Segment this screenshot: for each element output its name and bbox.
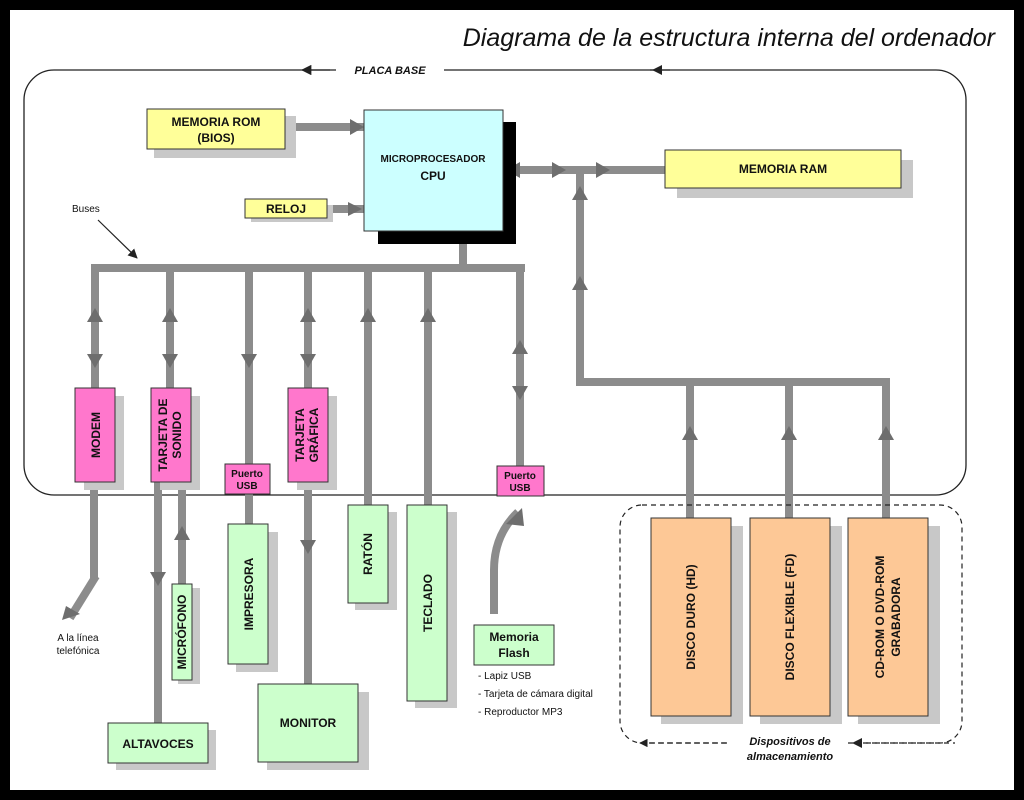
rom-box — [146, 108, 286, 150]
linea-label-1: A la línea — [57, 633, 99, 644]
rom-label-1: MEMORIA ROM — [172, 115, 261, 129]
storage-label-1: Dispositivos de — [749, 736, 830, 748]
flash-label-1: Memoria — [489, 630, 539, 644]
linea-label-2: telefónica — [57, 646, 100, 657]
buses-label: Buses — [72, 204, 100, 215]
fd-box — [749, 517, 831, 717]
storage-group-outline — [619, 504, 963, 744]
cpu-label-2: CPU — [420, 169, 445, 183]
diagram-title: Diagrama de la estructura interna del or… — [463, 24, 997, 52]
ram-box — [664, 149, 902, 189]
storage-label-bg — [730, 732, 848, 766]
usb1-label-1: Puerto — [231, 469, 263, 480]
placa-base-arrow-right — [652, 65, 662, 75]
fd-label: DISCO FLEXIBLE (FD) — [783, 554, 797, 681]
flash-item-1: - Lapiz USB — [478, 671, 532, 682]
ram-label: MEMORIA RAM — [739, 162, 827, 176]
impresora-box — [227, 523, 269, 665]
usb2-box — [496, 465, 545, 497]
impresora-label: IMPRESORA — [242, 557, 256, 630]
monitor-box — [257, 683, 359, 763]
modem-box — [74, 387, 116, 483]
raton-label: RATÓN — [360, 533, 375, 575]
cdrom-box — [847, 517, 929, 717]
hd-label: DISCO DURO (HD) — [684, 564, 698, 669]
sonido-label-2: SONIDO — [170, 411, 184, 458]
flash-item-2: - Tarjeta de cámara digital — [478, 689, 593, 700]
sonido-label-1: TARJETA DE — [156, 398, 170, 471]
altavoces-box — [107, 722, 209, 764]
grafica-box — [287, 387, 329, 483]
placa-base-label-bg — [336, 62, 444, 78]
monitor-label: MONITOR — [280, 716, 337, 730]
teclado-label: TECLADO — [421, 574, 435, 632]
placa-base-label: PLACA BASE — [354, 65, 426, 77]
teclado-box — [406, 504, 448, 702]
storage-arrow-right — [852, 738, 862, 748]
usb1-label-2: USB — [236, 481, 257, 492]
cdrom-label-2: GRABADORA — [889, 577, 903, 657]
grafica-label-1: TARJETA — [293, 408, 307, 462]
storage-label-2: almacenamiento — [747, 751, 833, 763]
raton-box — [347, 504, 389, 604]
cdrom-label-1: CD-ROM O DVD-ROM — [873, 556, 887, 679]
sonido-box — [150, 387, 192, 483]
cpu-label-1: MICROPROCESADOR — [380, 154, 486, 165]
cpu-box — [363, 109, 504, 232]
reloj-label: RELOJ — [266, 202, 306, 216]
usb2-label-2: USB — [509, 483, 530, 494]
usb2-label-1: Puerto — [504, 471, 536, 482]
modem-label: MODEM — [89, 412, 103, 458]
hd-box — [650, 517, 732, 717]
microfono-box — [171, 583, 193, 681]
microfono-label: MICRÓFONO — [174, 595, 189, 670]
flash-item-3: - Reproductor MP3 — [478, 707, 563, 718]
flash-label-2: Flash — [498, 646, 529, 660]
grafica-label-2: GRÁFICA — [306, 407, 321, 462]
altavoces-label: ALTAVOCES — [122, 737, 193, 751]
flash-box — [473, 624, 555, 666]
bus-arrowheads — [62, 119, 894, 620]
rom-label-2: (BIOS) — [197, 131, 234, 145]
placa-base-outline — [23, 69, 967, 496]
reloj-box — [244, 198, 328, 219]
usb1-box — [224, 463, 271, 495]
buses-pointer — [97, 219, 138, 259]
